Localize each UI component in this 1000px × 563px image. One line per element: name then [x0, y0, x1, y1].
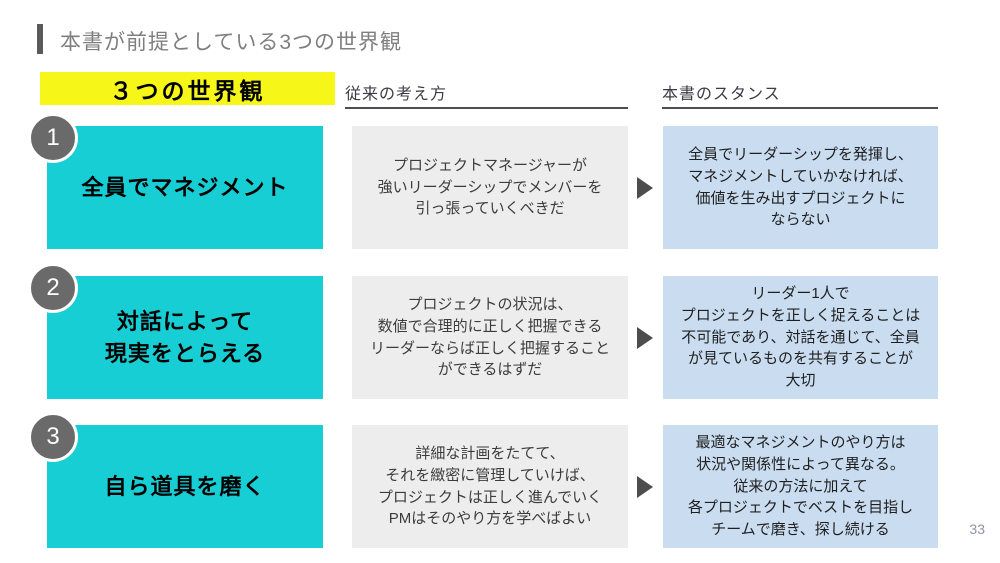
stance-box: 最適なマネジメントのやり方は 状況や関係性によって異なる。 従来の方法に加えて … — [663, 425, 938, 548]
arrow-right-icon — [637, 176, 653, 199]
row-number-badge: 2 — [28, 263, 78, 313]
row-number: 2 — [46, 274, 60, 301]
worldview-row-1: 1 全員でマネジメント プロジェクトマネージャーが 強いリーダーシップでメンバー… — [0, 113, 1000, 249]
page-title: 本書が前提としている3つの世界観 — [60, 31, 403, 54]
worldview-row-2: 2 対話によって 現実をとらえる プロジェクトの状況は、 数値で合理的に正しく把… — [0, 263, 1000, 399]
conventional-box: 詳細な計画をたてて、 それを緻密に管理していけば、 プロジェクトは正しく進んでい… — [352, 425, 628, 548]
page-number: 33 — [969, 521, 985, 537]
keyword-box: 自ら道具を磨く — [47, 425, 323, 548]
stance-box: リーダー1人で プロジェクトを正しく捉えることは 不可能であり、対話を通じて、全… — [663, 276, 938, 399]
arrow-right-icon — [637, 326, 653, 349]
stance-box: 全員でリーダーシップを発揮し、 マネジメントしていかなければ、 価値を生み出すプ… — [663, 126, 938, 249]
conventional-column-header: 従来の考え方 — [345, 80, 628, 109]
arrow-right-icon — [637, 475, 653, 498]
conventional-box: プロジェクトの状況は、 数値で合理的に正しく把握できる リーダーならば正しく把握… — [352, 276, 628, 399]
stance-column-header: 本書のスタンス — [662, 80, 938, 109]
keyword-box: 全員でマネジメント — [47, 126, 323, 249]
keyword-box: 対話によって 現実をとらえる — [47, 276, 323, 399]
keyword-column-header: ３つの世界観 — [40, 72, 335, 105]
row-number-badge: 1 — [28, 113, 78, 163]
title-accent-bar — [37, 24, 43, 54]
worldview-row-3: 3 自ら道具を磨く 詳細な計画をたてて、 それを緻密に管理していけば、 プロジェ… — [0, 412, 1000, 548]
row-number-badge: 3 — [28, 412, 78, 462]
row-number: 1 — [46, 124, 60, 151]
conventional-box: プロジェクトマネージャーが 強いリーダーシップでメンバーを 引っ張っていくべきだ — [352, 126, 628, 249]
row-number: 3 — [46, 423, 60, 450]
